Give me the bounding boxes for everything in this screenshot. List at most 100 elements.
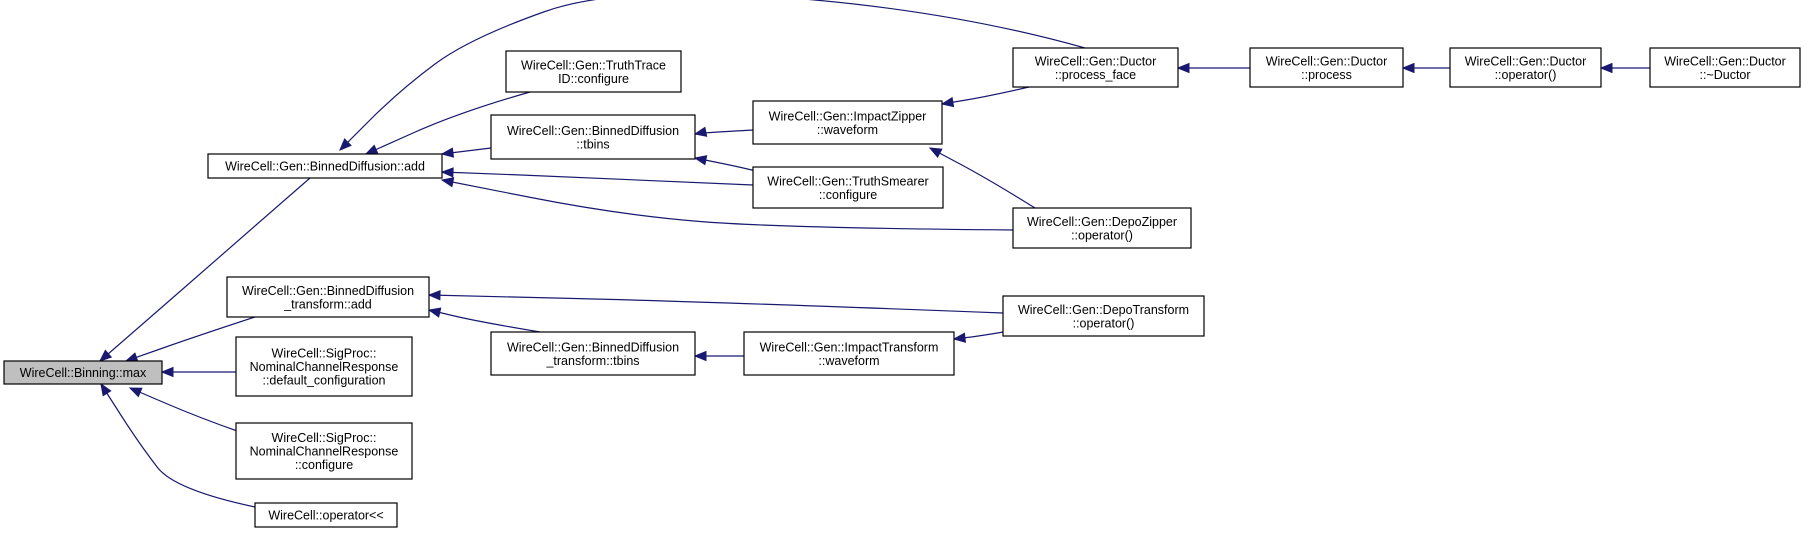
node-label: WireCell::Gen::DepoTransform	[1018, 303, 1189, 317]
edge-dz_op-to-bd_add	[440, 177, 1014, 231]
arrowhead	[1599, 62, 1613, 74]
edge-ncr_default-to-max	[160, 366, 236, 378]
node-label: WireCell::Binning::max	[20, 366, 147, 380]
arrowhead	[124, 352, 139, 363]
node-iz_waveform[interactable]: WireCell::Gen::ImpactZipper::waveform	[752, 100, 943, 145]
edge-dz_op-to-iz_waveform	[928, 147, 1036, 209]
node-label: ::process	[1301, 68, 1352, 82]
node-box	[1249, 47, 1404, 88]
edge-ductor_op-to-ductor_p	[1401, 62, 1450, 74]
node-box	[505, 50, 682, 93]
node-dt_op[interactable]: WireCell::Gen::DepoTransform::operator()	[1002, 295, 1205, 337]
node-label: WireCell::Gen::BinnedDiffusion::add	[225, 160, 425, 174]
node-label: WireCell::Gen::ImpactZipper	[769, 109, 927, 123]
node-bdt_tbins[interactable]: WireCell::Gen::BinnedDiffusion_transform…	[490, 331, 696, 376]
node-label: ::operator()	[1071, 228, 1133, 242]
node-ductor_pf[interactable]: WireCell::Gen::Ductor::process_face	[1012, 47, 1179, 88]
node-label: ::operator()	[1073, 316, 1135, 330]
node-label: ::configure	[819, 188, 877, 202]
node-box	[752, 166, 944, 209]
node-box	[490, 331, 696, 376]
arrowhead	[928, 147, 943, 159]
node-ncr_default[interactable]: WireCell::SigProc::NominalChannelRespons…	[235, 336, 413, 397]
node-it_waveform[interactable]: WireCell::Gen::ImpactTransform::waveform	[743, 331, 955, 376]
node-label: ::tbins	[576, 137, 609, 151]
node-box	[207, 153, 443, 179]
arrowhead	[440, 167, 454, 178]
edge-ductor_pf-to-iz_waveform	[940, 86, 1030, 108]
node-label: ::default_configuration	[262, 374, 385, 388]
node-label: ::operator()	[1495, 68, 1557, 82]
arrowhead	[440, 147, 455, 158]
arrowhead	[427, 290, 441, 301]
arrowhead	[693, 126, 708, 137]
node-box	[752, 100, 943, 145]
arrowhead	[693, 155, 708, 166]
node-label: _transform::tbins	[545, 354, 639, 368]
node-layer: WireCell::Binning::max WireCell::Gen::Bin…	[3, 47, 1801, 528]
node-ts_configure[interactable]: WireCell::Gen::TruthSmearer::configure	[752, 166, 944, 209]
node-box	[490, 114, 696, 160]
node-label: WireCell::Gen::TruthSmearer	[767, 174, 928, 188]
edge-bd_tbins-to-bd_add	[440, 147, 492, 158]
node-op_ltlt[interactable]: WireCell::operator<<	[254, 502, 398, 528]
edge-ts_configure-to-bd_add	[440, 167, 754, 186]
node-label: WireCell::operator<<	[268, 509, 383, 523]
edge-ts_configure-to-bd_tbins	[693, 155, 761, 173]
edge-bdt_tbins-to-bdt_add	[427, 307, 541, 333]
node-ncr_configure[interactable]: WireCell::SigProc::NominalChannelRespons…	[235, 422, 413, 480]
node-box	[1449, 47, 1602, 88]
node-label: WireCell::Gen::Ductor	[1465, 54, 1587, 68]
edge-op_ltlt-to-max	[100, 382, 256, 508]
node-ductor_p[interactable]: WireCell::Gen::Ductor::process	[1249, 47, 1404, 88]
node-label: WireCell::Gen::BinnedDiffusion	[507, 124, 679, 138]
arrowhead	[440, 177, 455, 188]
node-box	[1002, 295, 1205, 337]
arrowhead	[160, 366, 174, 378]
node-ductor_dtor[interactable]: WireCell::Gen::Ductor::~Ductor	[1649, 47, 1801, 88]
node-label: WireCell::Gen::DepoZipper	[1027, 215, 1177, 229]
arrowhead	[427, 307, 442, 318]
edge-ductor_p-to-ductor_pf	[1176, 62, 1250, 74]
node-box	[1012, 207, 1192, 249]
node-label: WireCell::Gen::BinnedDiffusion	[242, 284, 414, 298]
node-max[interactable]: WireCell::Binning::max	[3, 360, 163, 385]
node-label: ::process_face	[1055, 68, 1136, 82]
node-label: WireCell::SigProc::	[272, 347, 377, 361]
node-label: WireCell::Gen::Ductor	[1664, 54, 1786, 68]
arrowhead	[940, 96, 955, 108]
arrowhead	[952, 332, 967, 343]
arrowhead	[99, 349, 113, 362]
node-bd_tbins[interactable]: WireCell::Gen::BinnedDiffusion::tbins	[490, 114, 696, 160]
edge-iz_waveform-to-bd_tbins	[693, 126, 754, 137]
node-label: ::waveform	[818, 354, 879, 368]
node-box	[226, 276, 430, 318]
node-bdt_add[interactable]: WireCell::Gen::BinnedDiffusion_transform…	[226, 276, 430, 318]
node-label: ::configure	[295, 458, 353, 472]
arrowhead	[364, 144, 379, 155]
node-box	[235, 336, 413, 397]
edge-ncr_configure-to-max	[128, 387, 241, 433]
node-box	[1012, 47, 1179, 88]
edge-dt_op-to-it_waveform	[952, 331, 1004, 343]
edge-dt_op-to-bdt_add	[427, 290, 1004, 314]
edge-ductor_pf-to-bd_add	[339, 0, 1086, 151]
node-box	[3, 360, 163, 385]
arrowhead	[1401, 62, 1415, 74]
node-box	[235, 422, 413, 480]
edge-it_waveform-to-bdt_tbins	[693, 350, 744, 362]
arrowhead	[1176, 62, 1190, 74]
node-label: WireCell::Gen::Ductor	[1266, 54, 1388, 68]
node-bd_add[interactable]: WireCell::Gen::BinnedDiffusion::add	[207, 153, 443, 179]
node-ductor_op[interactable]: WireCell::Gen::Ductor::operator()	[1449, 47, 1602, 88]
arrowhead	[693, 350, 707, 362]
node-box	[1649, 47, 1801, 88]
edge-ductor_dtor-to-ductor_op	[1599, 62, 1650, 74]
arrowhead	[339, 138, 352, 151]
node-label: NominalChannelResponse	[250, 445, 399, 459]
node-label: _transform::add	[283, 297, 372, 311]
edge-bd_add-to-max	[99, 177, 311, 362]
node-dz_op[interactable]: WireCell::Gen::DepoZipper::operator()	[1012, 207, 1192, 249]
